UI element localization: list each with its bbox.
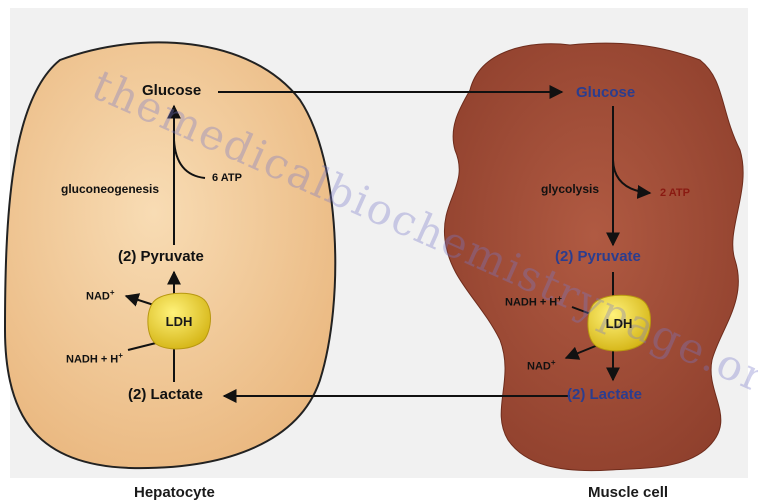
- muscle-nad-label: NAD+: [527, 358, 556, 373]
- muscle-glucose-label: Glucose: [576, 84, 635, 101]
- hepatocyte-nadh-label: NADH + H+: [66, 351, 123, 366]
- hepatocyte-title: Hepatocyte: [134, 484, 215, 501]
- hepatocyte-atp-label: 6 ATP: [212, 172, 242, 184]
- hepatocyte-lactate-label: (2) Lactate: [128, 386, 203, 403]
- muscle-lactate-label: (2) Lactate: [567, 386, 642, 403]
- muscle-ldh-label: LDH: [589, 316, 649, 331]
- hepatocyte-pyruvate-label: (2) Pyruvate: [118, 248, 204, 265]
- hepatocyte-ldh-label: LDH: [149, 314, 209, 329]
- muscle-nadh-label: NADH + H+: [505, 294, 562, 309]
- hepatocyte-glucose-label: Glucose: [142, 82, 201, 99]
- hepatocyte-nad-label: NAD+: [86, 288, 115, 303]
- gluconeogenesis-label: gluconeogenesis: [61, 182, 159, 196]
- muscle-title: Muscle cell: [588, 484, 668, 501]
- muscle-pyruvate-label: (2) Pyruvate: [555, 248, 641, 265]
- muscle-atp-label: 2 ATP: [660, 187, 690, 199]
- glycolysis-label: glycolysis: [541, 182, 599, 196]
